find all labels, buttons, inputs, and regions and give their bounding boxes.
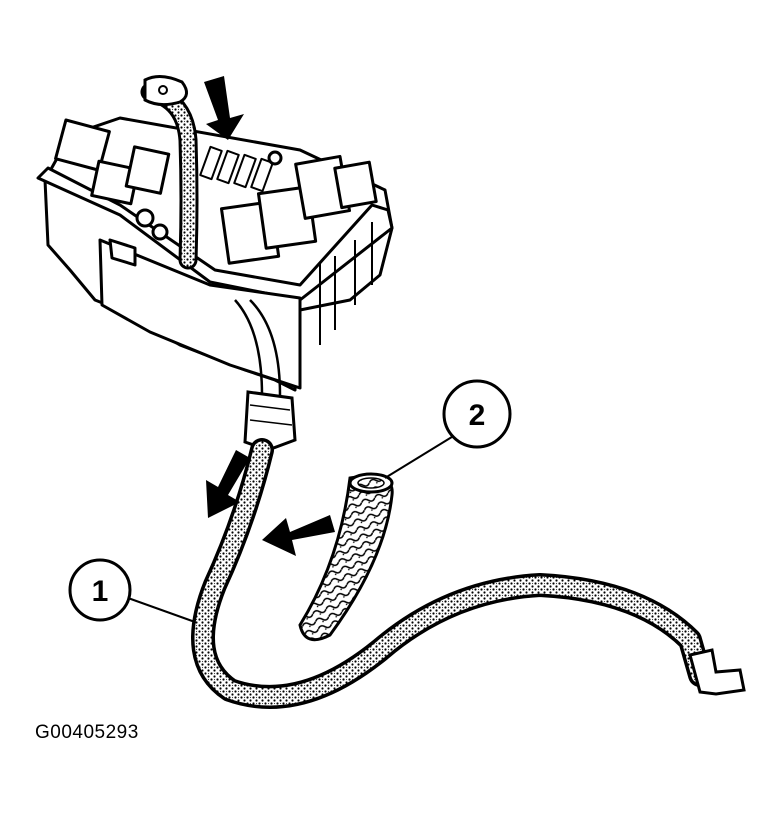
figure-code: G00405293 bbox=[35, 722, 139, 743]
fuse-box bbox=[36, 116, 394, 396]
svg-text:1: 1 bbox=[92, 575, 109, 608]
conduit-sleeve bbox=[298, 472, 394, 642]
svg-text:2: 2 bbox=[469, 399, 486, 432]
callout-2: 2 bbox=[442, 379, 512, 449]
arrow-right-pointing bbox=[262, 515, 335, 556]
arrow-left-down bbox=[206, 450, 250, 518]
power-cable-lower bbox=[191, 390, 746, 709]
callout-2-leader bbox=[384, 431, 461, 479]
power-cable-upper bbox=[140, 75, 199, 270]
cable-end-terminal bbox=[688, 648, 746, 696]
callout-1: 1 bbox=[68, 558, 132, 622]
arrow-top bbox=[204, 76, 244, 140]
callout-1-leader bbox=[127, 597, 196, 623]
